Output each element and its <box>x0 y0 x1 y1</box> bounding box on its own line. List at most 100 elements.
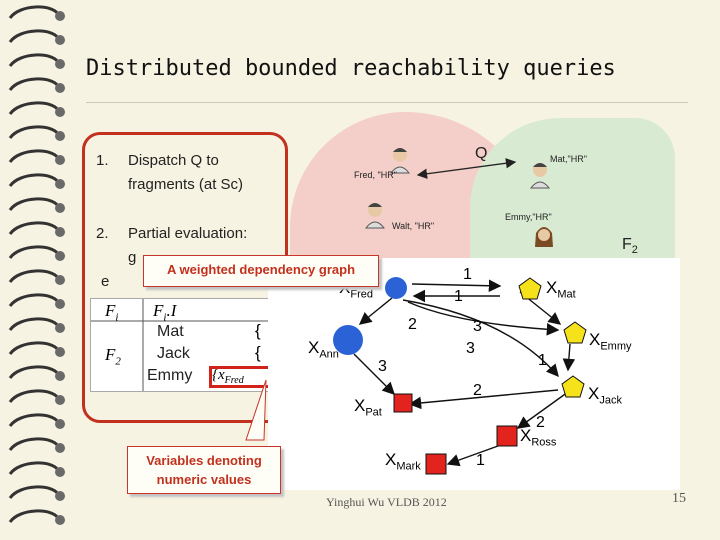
person-icon <box>389 148 411 174</box>
node-label: XMark <box>385 450 421 473</box>
spiral-ring <box>8 365 60 380</box>
spiral-ring <box>8 341 60 356</box>
person-icon <box>529 163 551 189</box>
spiral-ring <box>8 389 60 404</box>
spiral-ring <box>8 149 60 164</box>
edge-weight: 2 <box>536 414 545 431</box>
bullet-number: 2. <box>96 225 109 242</box>
edge-weight: 2 <box>473 382 482 399</box>
spiral-ring <box>8 269 60 284</box>
spiral-hole <box>55 11 65 21</box>
person-label: Emmy,"HR" <box>505 212 552 222</box>
spiral-hole <box>55 371 65 381</box>
fragment-diagram <box>364 148 553 247</box>
spiral-hole <box>55 419 65 429</box>
bullet-line: fragments (at Sc) <box>128 176 244 193</box>
slide-title: Distributed bounded reachability queries <box>86 56 616 81</box>
page-number: 15 <box>672 491 686 506</box>
partial-answer-table: Fi Fi.I F2 Mat Jack Emmy { { {xFred <box>90 298 282 392</box>
node-label: XJack <box>588 384 622 407</box>
table-cell-fragment: F2 <box>105 345 121 368</box>
spiral-hole <box>55 131 65 141</box>
spiral-hole <box>55 491 65 501</box>
fragment-label: F2 <box>622 236 638 257</box>
table-cell: Jack <box>157 345 190 362</box>
bullet-line: Partial evaluation: <box>128 225 248 242</box>
edge-weight: 1 <box>538 352 547 369</box>
spiral-hole <box>55 155 65 165</box>
graph-node-blue <box>333 325 363 355</box>
spiral-ring <box>8 77 60 92</box>
graph-node-red <box>496 425 518 447</box>
edge-weight: 1 <box>476 452 485 469</box>
spiral-ring <box>8 437 60 452</box>
spiral-ring <box>8 509 60 524</box>
spiral-ring <box>8 53 60 68</box>
spiral-hole <box>55 83 65 93</box>
node-label: XRoss <box>520 426 557 449</box>
node-label: XPat <box>354 396 382 419</box>
table-cell: { <box>255 343 261 362</box>
callout-pointer <box>245 380 267 441</box>
spiral-hole <box>55 395 65 405</box>
spiral-binding <box>8 5 65 525</box>
spiral-ring <box>8 485 60 500</box>
bullet-line: e <box>101 273 110 290</box>
spiral-hole <box>55 35 65 45</box>
spiral-hole <box>55 299 65 309</box>
spiral-ring <box>8 293 60 308</box>
edge-weight: 3 <box>473 318 482 335</box>
edge-weight: 3 <box>378 358 387 375</box>
bullet-line: Dispatch Q to <box>128 152 219 169</box>
table-cell: { <box>255 321 261 340</box>
spiral-ring <box>8 413 60 428</box>
edge-weight: 2 <box>408 316 417 333</box>
query-edge <box>416 158 517 179</box>
title-divider <box>86 102 688 103</box>
table-cell: Emmy <box>147 367 193 384</box>
person-label: Fred, "HR" <box>354 170 397 180</box>
spiral-hole <box>55 59 65 69</box>
spiral-ring <box>8 461 60 476</box>
graph-node-yellow <box>518 277 542 300</box>
spiral-ring <box>8 5 60 20</box>
spiral-ring <box>8 173 60 188</box>
graph-node-yellow <box>563 321 587 344</box>
node-label: XMat <box>546 278 576 301</box>
spiral-hole <box>55 467 65 477</box>
callout-variables: Variables denoting numeric values <box>127 446 281 494</box>
spiral-ring <box>8 125 60 140</box>
node-label: XEmmy <box>589 330 632 353</box>
table-header: Fi.I <box>153 301 177 324</box>
edge-weight: 3 <box>466 340 475 357</box>
person-icon <box>364 203 386 229</box>
node-label: XAnn <box>308 338 339 361</box>
table-header: Fi <box>105 301 119 324</box>
spiral-hole <box>55 179 65 189</box>
spiral-hole <box>55 515 65 525</box>
table-cell: Mat <box>157 323 184 340</box>
spiral-ring <box>8 221 60 236</box>
spiral-hole <box>55 347 65 357</box>
person-icon <box>535 227 553 247</box>
graph-node-blue <box>385 277 407 299</box>
edge-weight: 1 <box>454 288 463 305</box>
spiral-ring <box>8 29 60 44</box>
spiral-hole <box>55 443 65 453</box>
query-label: Q <box>475 145 488 162</box>
person-label: Mat,"HR" <box>550 154 587 164</box>
bullet-number: 1. <box>96 152 109 169</box>
spiral-ring <box>8 101 60 116</box>
edge-weight: 1 <box>463 266 472 283</box>
callout-graph: A weighted dependency graph <box>143 255 379 287</box>
dependency-graph: XFred XMat XAnn XEmmy XJack XPat XRoss X… <box>268 258 680 490</box>
spiral-ring <box>8 197 60 212</box>
person-label: Walt, "HR" <box>392 221 435 231</box>
bullet-line: g <box>128 249 137 266</box>
spiral-hole <box>55 107 65 117</box>
spiral-hole <box>55 203 65 213</box>
node-label: XFred <box>339 278 373 301</box>
spiral-hole <box>55 251 65 261</box>
graph-node-yellow <box>561 375 585 398</box>
spiral-ring <box>8 245 60 260</box>
